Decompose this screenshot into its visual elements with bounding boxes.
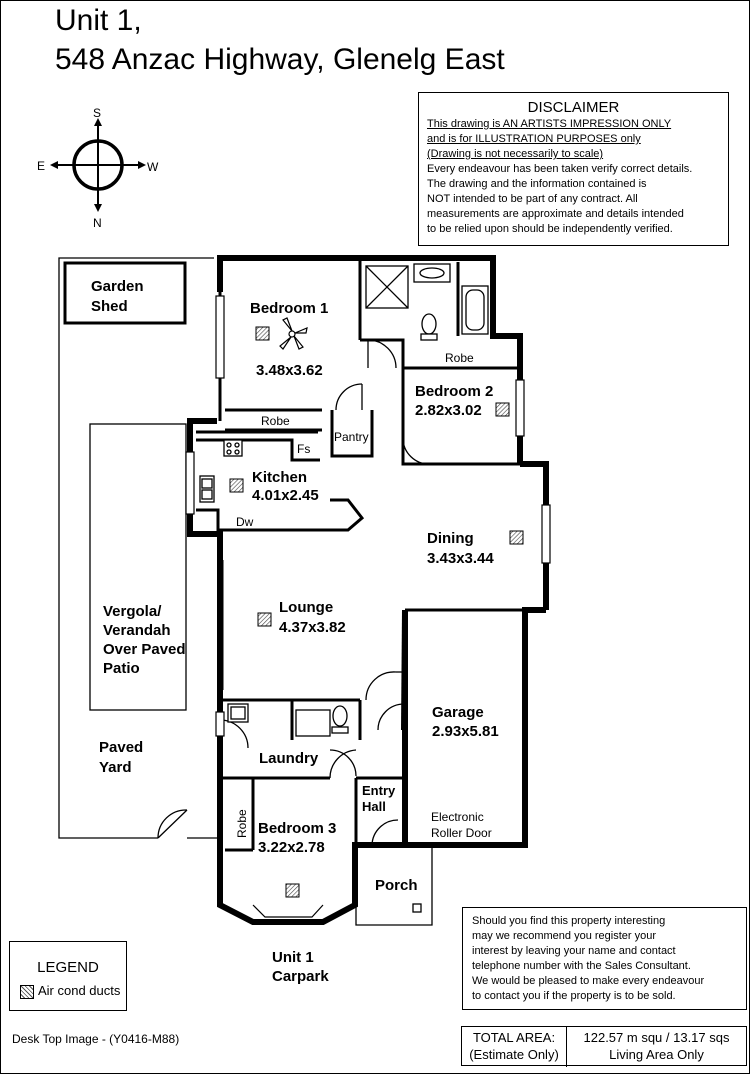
bedroom3-robe-label: Robe — [235, 809, 249, 838]
bedroom2-size: 2.82x3.02 — [415, 402, 482, 419]
legend-box: LEGEND Air cond ducts — [9, 941, 127, 1011]
garage-size: 2.93x5.81 — [432, 723, 499, 740]
exterior-walls — [187, 255, 549, 925]
roller-door-label-1: Electronic — [431, 810, 484, 824]
air-cond-duct-icon — [20, 985, 34, 999]
kitchen-label: Kitchen — [252, 469, 307, 486]
duct-bedroom2 — [495, 402, 510, 417]
interior-walls — [196, 258, 525, 852]
interest-line-4: telephone number with the Sales Consulta… — [472, 960, 691, 972]
disclaimer-heading: DISCLAIMER — [527, 99, 620, 116]
compass-rose: S E W N — [37, 106, 159, 230]
bedroom1-robe-label: Robe — [261, 414, 290, 428]
air-cond-ducts — [229, 326, 524, 898]
duct-bedroom1 — [255, 326, 270, 341]
pantry-label: Pantry — [334, 430, 369, 444]
kitchen-size: 4.01x2.45 — [252, 487, 319, 504]
disclaimer-line-7: measurements are approximate and details… — [427, 208, 684, 220]
door-swings — [219, 339, 431, 846]
address-line-1: Unit 1, — [55, 4, 142, 37]
disclaimer-line-1: This drawing is AN ARTISTS IMPRESSION ON… — [427, 118, 672, 130]
entry-hall-label-1: Entry — [362, 783, 396, 798]
paved-yard-label-1: Paved — [99, 739, 143, 756]
bathroom-fixtures — [199, 263, 489, 913]
disclaimer-line-8: to be relied upon should be independentl… — [427, 223, 673, 235]
garage-label: Garage — [432, 704, 484, 721]
roller-door-label-2: Roller Door — [431, 826, 492, 840]
carpark-label-2: Carpark — [272, 968, 329, 985]
bedroom1-label: Bedroom 1 — [250, 300, 328, 317]
dining-label: Dining — [427, 530, 474, 547]
compass-east-label: E — [37, 159, 45, 173]
total-area-label-cell: TOTAL AREA: (Estimate Only) — [462, 1027, 567, 1067]
compass-north-label: N — [93, 216, 102, 230]
compass-south-label: S — [93, 106, 101, 120]
legend-item-label: Air cond ducts — [38, 983, 121, 998]
total-area-note: Living Area Only — [609, 1047, 704, 1062]
total-area-box: TOTAL AREA: (Estimate Only) 122.57 m squ… — [461, 1026, 747, 1067]
disclaimer-line-2: and is for ILLUSTRATION PURPOSES only — [427, 133, 641, 145]
vergola-label-3: Over Paved — [103, 641, 186, 658]
legend-heading: LEGEND — [37, 959, 99, 976]
paved-yard-label-2: Yard — [99, 759, 132, 776]
total-area-value: 122.57 m squ / 13.17 sqs — [583, 1030, 730, 1045]
interest-line-5: We would be pleased to make every endeav… — [472, 975, 705, 987]
disclaimer-box: DISCLAIMER This drawing is AN ARTISTS IM… — [418, 92, 729, 246]
dishwasher-label: Dw — [236, 515, 254, 529]
ceiling-fan-icon — [279, 317, 308, 350]
disclaimer-line-6: NOT intended to be part of any contract.… — [427, 193, 638, 205]
interest-note-box: Should you find this property interestin… — [462, 907, 747, 1010]
address-line-2: 548 Anzac Highway, Glenelg East — [55, 43, 505, 76]
vergola-label-2: Verandah — [103, 622, 171, 639]
image-reference: Desk Top Image - (Y0416-M88) — [12, 1032, 180, 1046]
bedroom3-size: 3.22x2.78 — [258, 839, 325, 856]
disclaimer-line-5: The drawing and the information containe… — [427, 178, 647, 190]
vergola-label-1: Vergola/ — [103, 603, 162, 620]
vergola-outline — [89, 423, 187, 711]
garden-shed-label-2: Shed — [91, 298, 128, 315]
interest-line-1: Should you find this property interestin… — [472, 915, 666, 927]
lounge-size: 4.37x3.82 — [279, 619, 346, 636]
duct-lounge — [257, 612, 272, 627]
windows — [185, 295, 551, 918]
interest-line-3: interest by leaving your name and contac… — [472, 945, 676, 957]
dining-size: 3.43x3.44 — [427, 550, 494, 567]
fridge-space-label: Fs — [297, 442, 310, 456]
vergola-label-4: Patio — [103, 660, 140, 677]
disclaimer-line-4: Every endeavour has been taken verify co… — [427, 163, 693, 175]
bedroom3-label: Bedroom 3 — [258, 820, 336, 837]
duct-dining — [509, 530, 524, 545]
entry-hall-label-2: Hall — [362, 799, 386, 814]
total-area-estimate-label: (Estimate Only) — [469, 1047, 559, 1062]
bedroom2-label: Bedroom 2 — [415, 383, 493, 400]
total-area-value-cell: 122.57 m squ / 13.17 sqs Living Area Onl… — [567, 1027, 746, 1067]
carpark-label-1: Unit 1 — [272, 949, 314, 966]
disclaimer-line-3: (Drawing is not necessarily to scale) — [427, 148, 604, 160]
laundry-label: Laundry — [259, 750, 319, 767]
porch-label: Porch — [375, 877, 418, 894]
garden-shed-outline — [63, 261, 187, 325]
lounge-label: Lounge — [279, 599, 333, 616]
duct-bedroom3 — [285, 883, 300, 898]
garden-shed-label-1: Garden — [91, 278, 144, 295]
bedroom2-robe-label: Robe — [445, 351, 474, 365]
total-area-label: TOTAL AREA: — [472, 1030, 556, 1045]
duct-kitchen — [229, 478, 244, 493]
compass-west-label: W — [147, 160, 159, 174]
interest-line-2: may we recommend you register your — [472, 930, 657, 942]
interest-line-6: to contact you if the property is to be … — [472, 990, 676, 1002]
bedroom1-size: 3.48x3.62 — [256, 362, 323, 379]
